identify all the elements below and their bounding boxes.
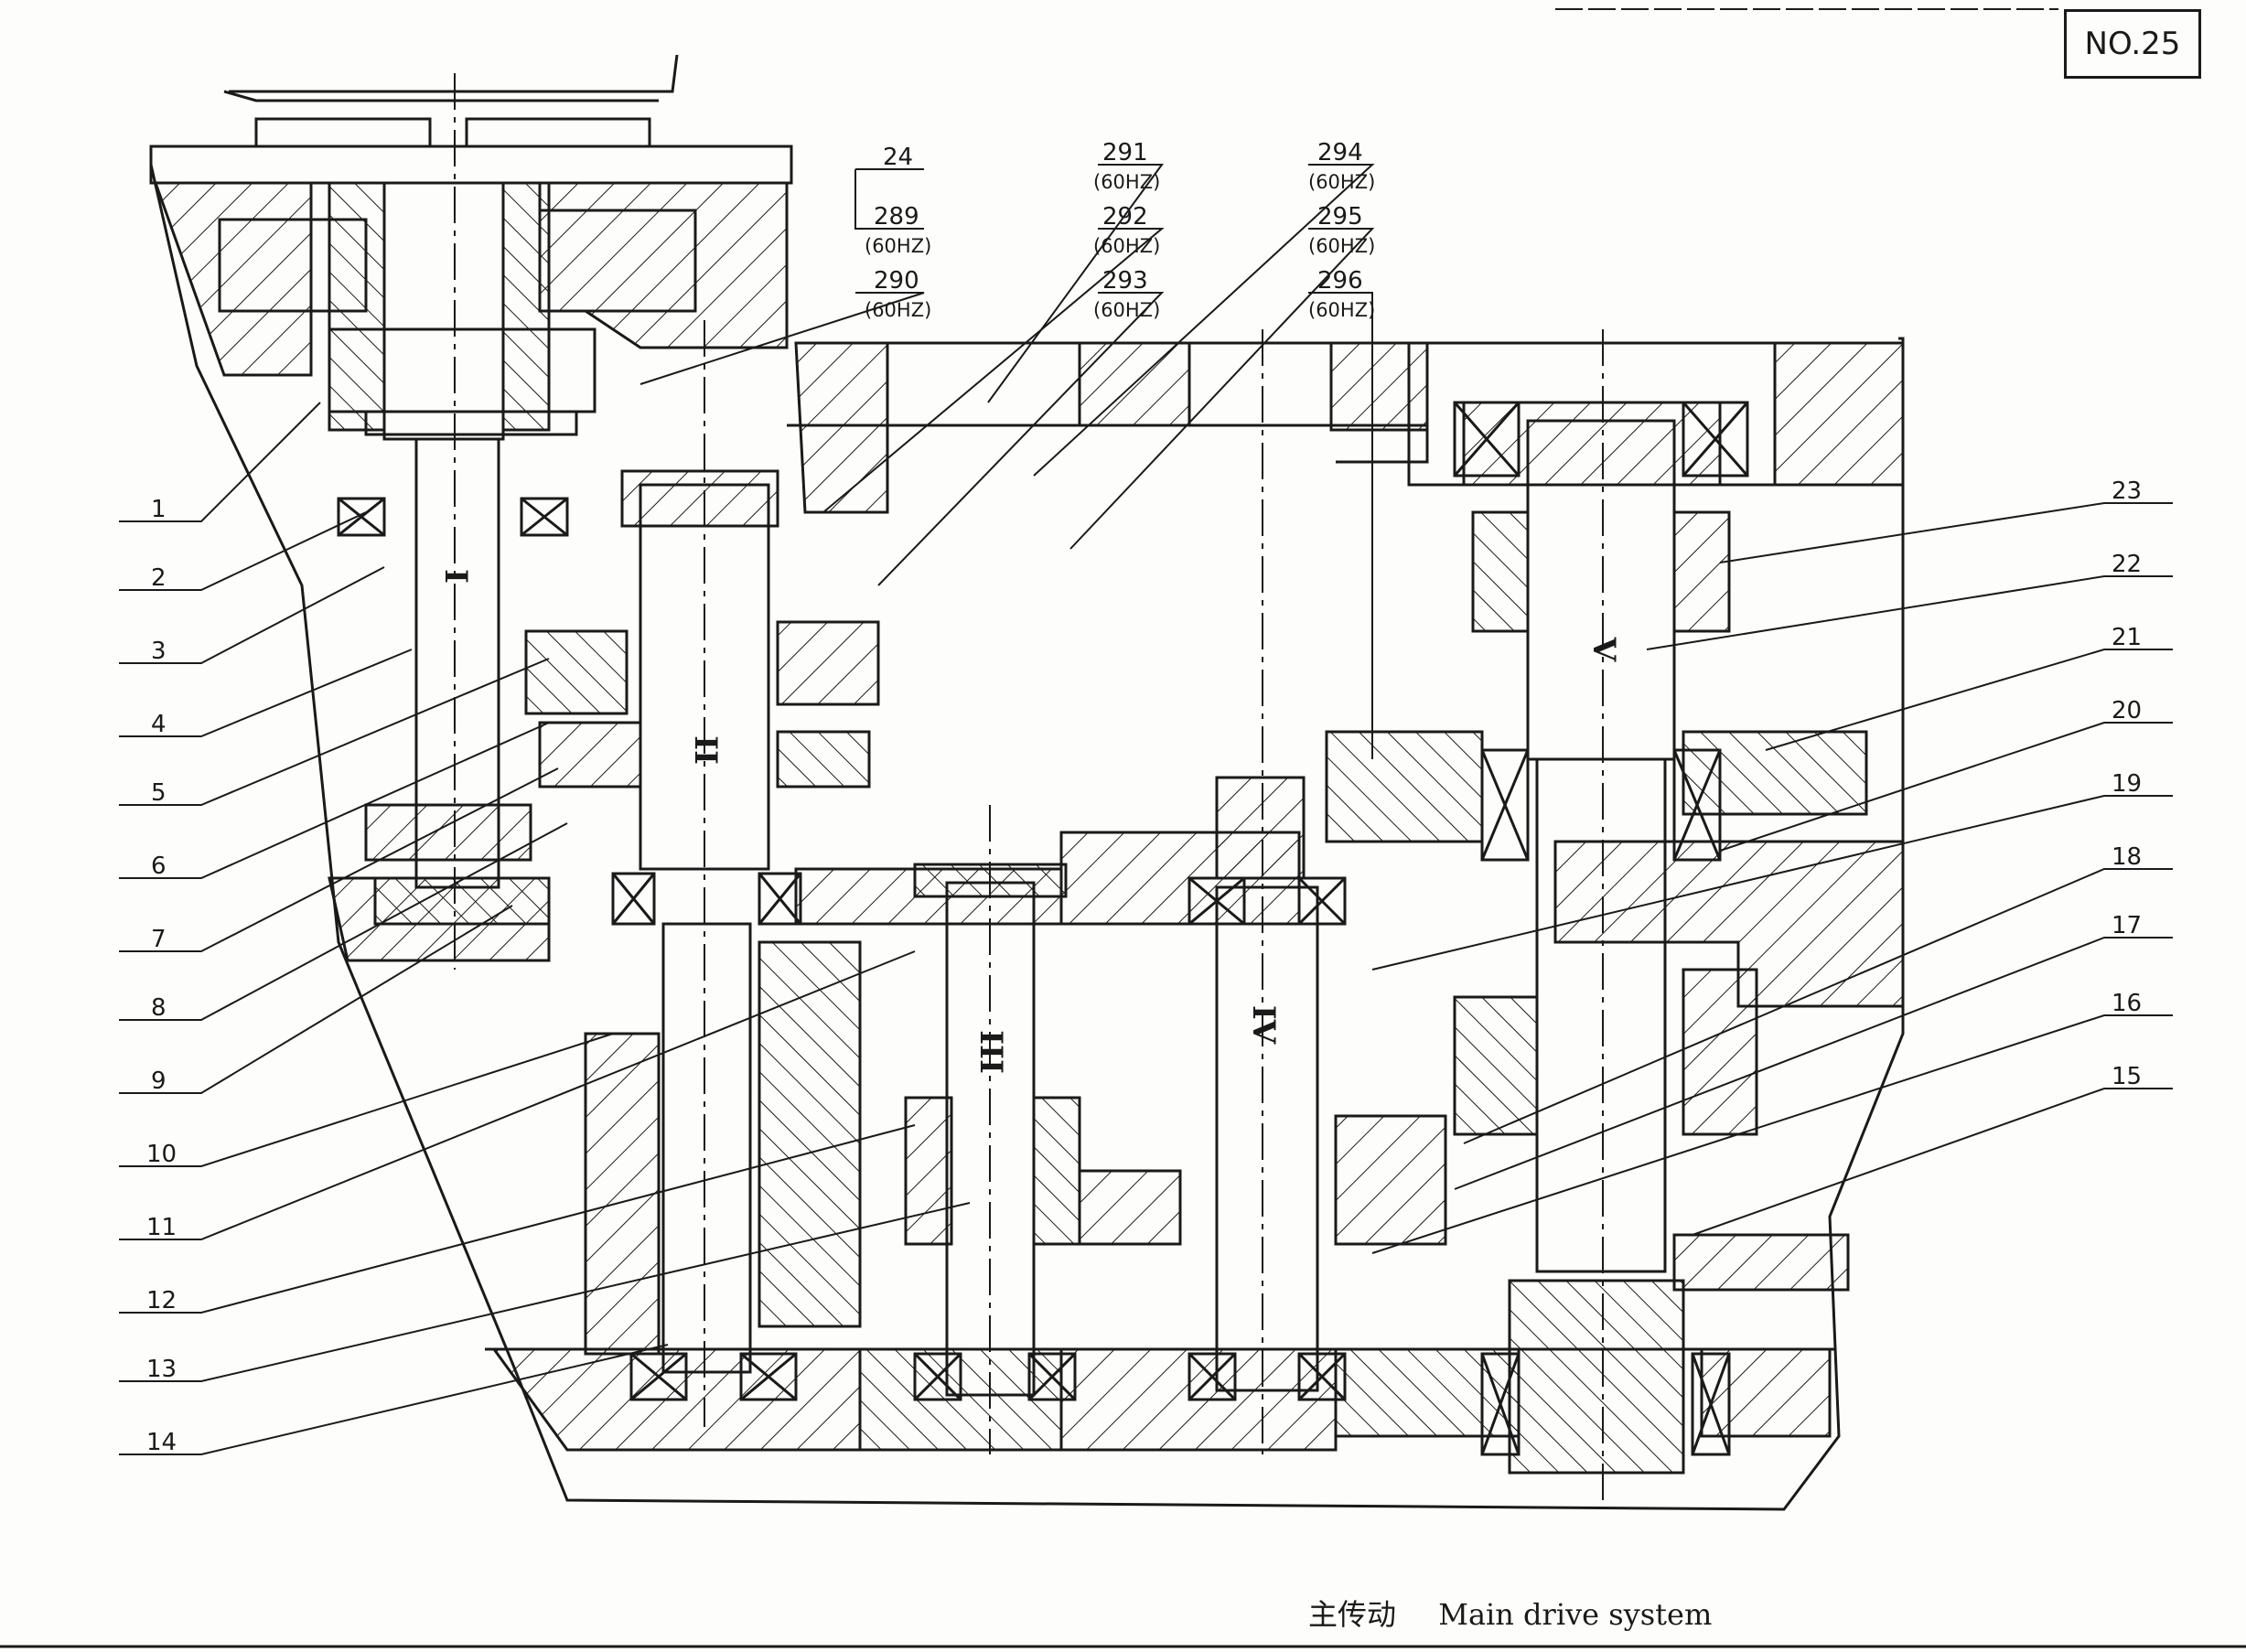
shaft-label-II: II [687,735,724,765]
part-label-16: 16 [2112,990,2142,1017]
leader-lines [119,164,2173,1455]
part-note-294: (60HZ) [1308,171,1375,193]
part-label-12: 12 [146,1287,177,1314]
sheet-border [0,8,2246,1648]
part-label-6: 6 [151,853,167,880]
part-note-295: (60HZ) [1308,235,1375,257]
part-label-290: 290 [874,267,919,295]
part-label-2: 2 [151,564,167,592]
part-label-294: 294 [1317,139,1363,166]
shaft-V [1462,329,1722,1509]
part-label-296: 296 [1317,267,1363,295]
part-label-8: 8 [151,994,167,1022]
part-label-23: 23 [2112,477,2142,505]
part-label-21: 21 [2112,624,2142,651]
right-part-labels: 23 22 21 20 19 18 17 16 15 [2112,477,2142,1090]
part-label-19: 19 [2112,770,2142,798]
part-label-14: 14 [146,1429,177,1456]
part-label-11: 11 [146,1214,177,1241]
part-label-20: 20 [2112,697,2142,724]
housing-walls [153,181,1905,1452]
part-label-289: 289 [874,203,919,231]
part-label-4: 4 [151,711,167,738]
part-label-9: 9 [151,1067,167,1095]
bearings [337,401,1749,1456]
part-label-292: 292 [1102,203,1148,231]
drawing-caption: 主传动 Main drive system [1308,1592,1745,1634]
part-label-295: 295 [1317,203,1363,231]
part-label-5: 5 [151,779,167,807]
part-label-293: 293 [1102,267,1148,295]
part-label-17: 17 [2112,912,2142,939]
part-label-1: 1 [151,496,167,523]
part-label-3: 3 [151,638,167,665]
top-part-labels: 24 289 (60HZ) 290 (60HZ) 291 (60HZ) 292 … [865,139,1375,321]
caption-en: Main drive system [1438,1597,1713,1632]
shaft-label-I: I [437,569,474,584]
caption-zh: 主传动 [1308,1597,1397,1632]
shaft-label-III: III [973,1030,1009,1074]
part-note-292: (60HZ) [1093,235,1160,257]
part-note-290: (60HZ) [865,299,931,321]
part-label-291: 291 [1102,139,1148,166]
part-note-291: (60HZ) [1093,171,1160,193]
part-label-24: 24 [883,144,913,171]
shaft-II [620,320,779,1427]
shaft-labels: I II III IV V [437,569,1622,1074]
part-note-296: (60HZ) [1308,299,1375,321]
shaft-label-V: V [1585,637,1622,662]
part-label-7: 7 [151,926,167,953]
shaft-III [913,805,1068,1454]
shaft-IV [1215,329,1319,1454]
part-label-22: 22 [2112,551,2142,578]
part-note-293: (60HZ) [1093,299,1160,321]
part-label-13: 13 [146,1356,177,1383]
part-label-18: 18 [2112,843,2142,871]
gears [364,510,1868,1356]
part-label-10: 10 [146,1141,177,1168]
part-note-289: (60HZ) [865,235,931,257]
part-label-15: 15 [2112,1063,2142,1090]
left-part-labels: 1 2 3 4 5 6 7 8 9 10 11 12 13 14 [146,496,177,1456]
shaft-label-IV: IV [1245,1005,1282,1045]
sheet-number: NO.25 [2064,9,2201,79]
input-coupling [218,117,697,441]
